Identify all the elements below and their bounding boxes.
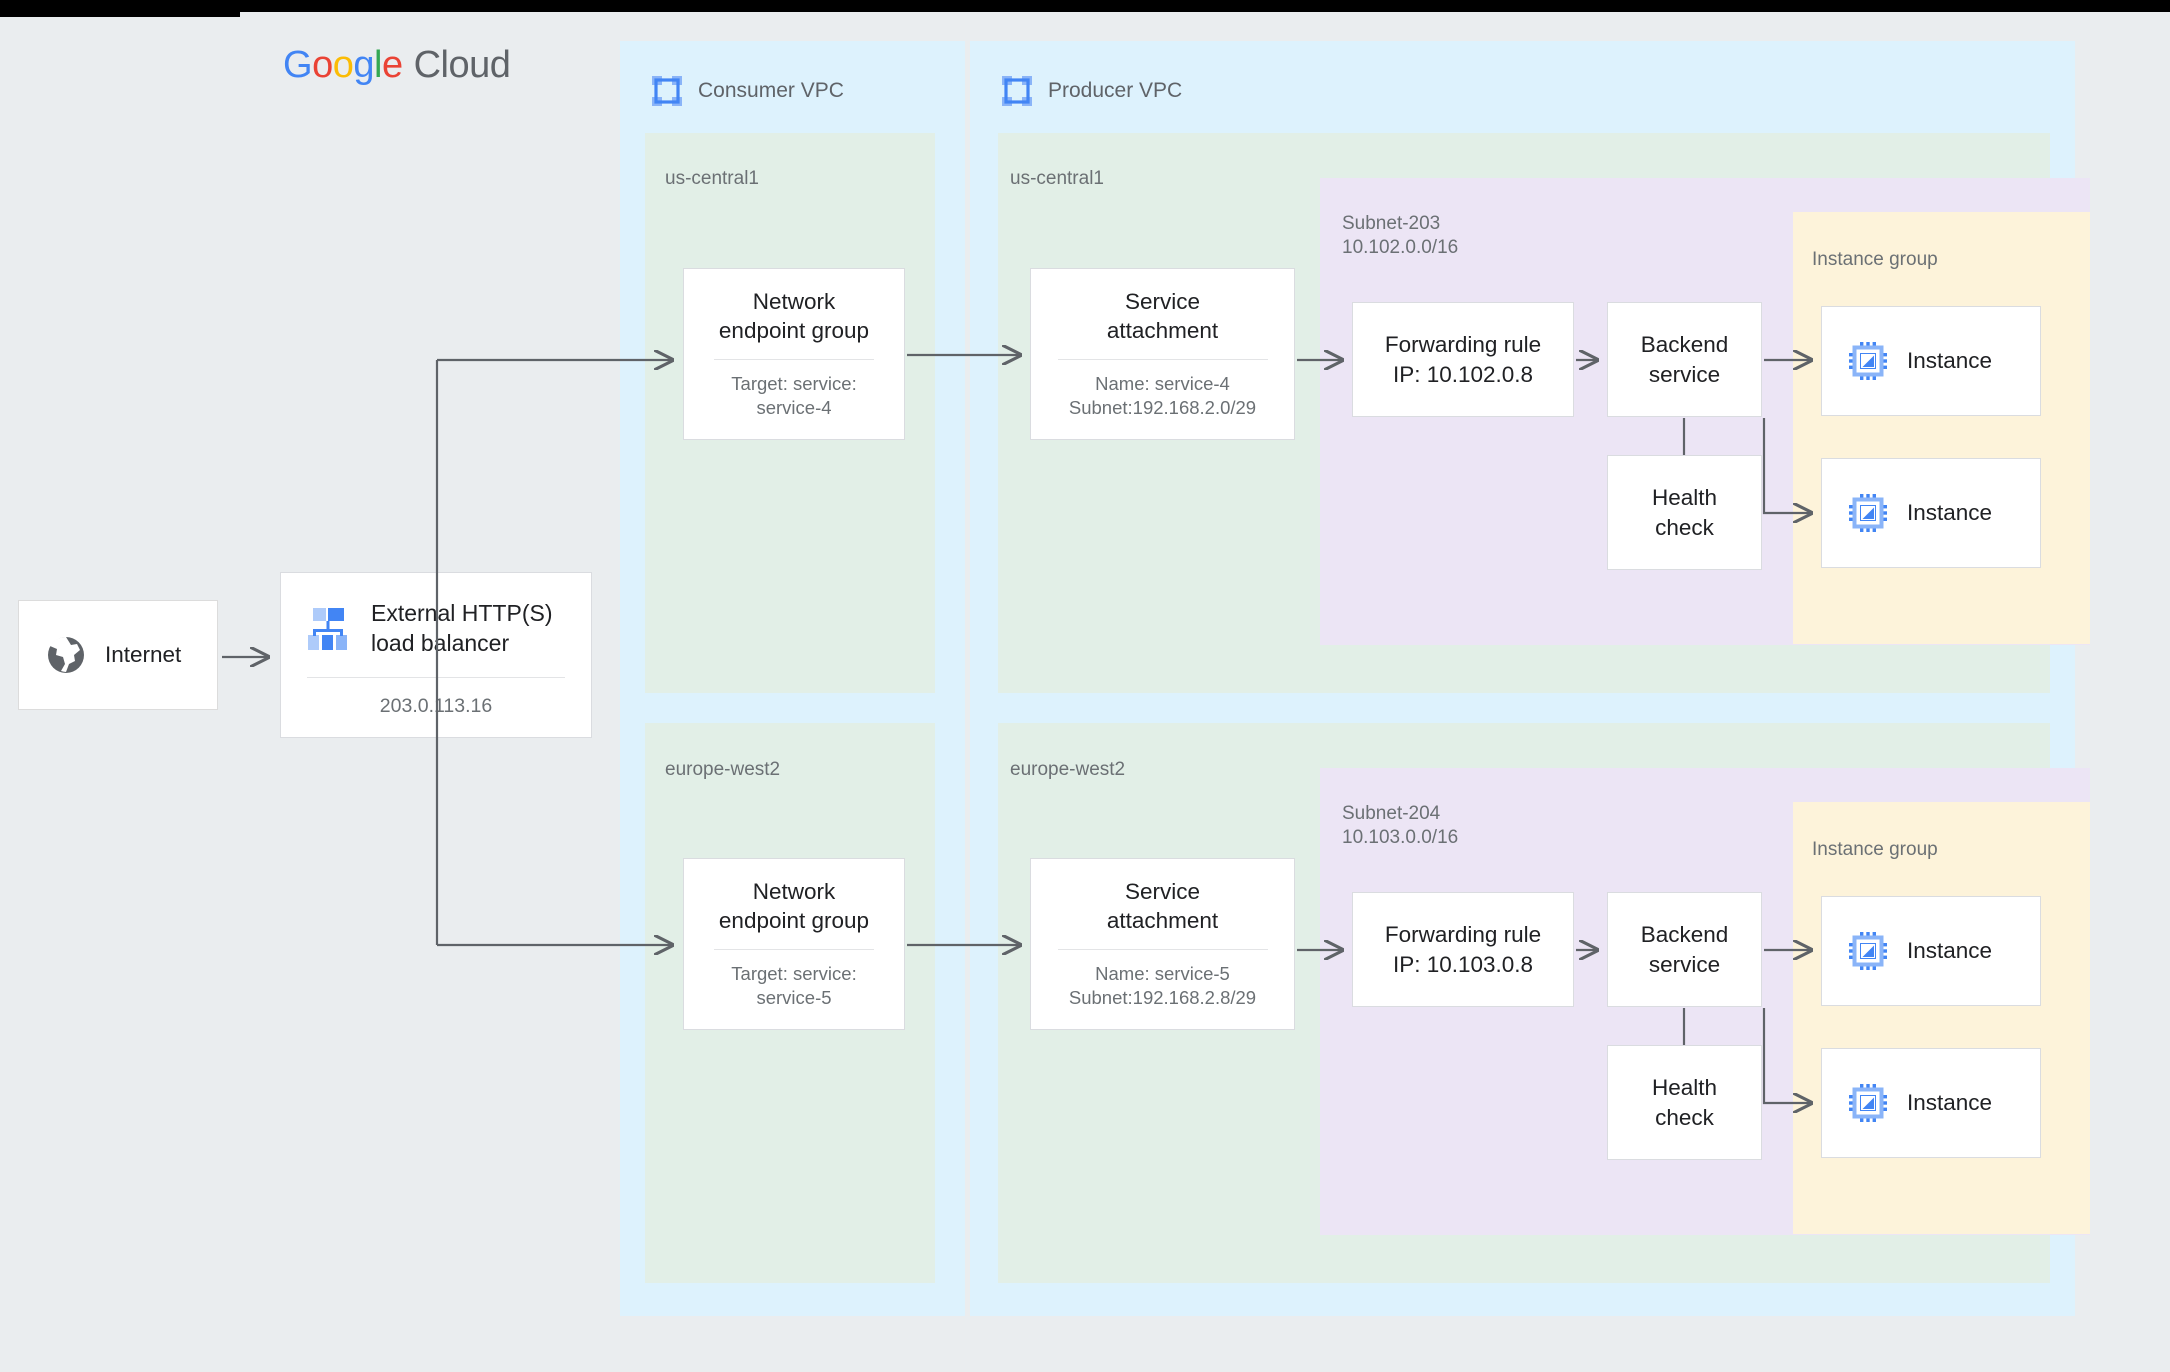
producer-vpc-header: Producer VPC: [1000, 74, 1182, 108]
vpc-icon: [650, 74, 684, 108]
top-black-bar: [0, 0, 2170, 12]
top-black-bar-left: [0, 0, 240, 17]
logo-letter-g2: g: [353, 44, 374, 86]
neg-2-subtext: Target: service: service-5: [731, 962, 857, 1008]
internet-label: Internet: [105, 642, 182, 667]
lb-ip-address: 203.0.113.16: [379, 694, 493, 717]
instance-group-2-container: [1793, 802, 2090, 1234]
health-check-2[interactable]: Health check: [1607, 1045, 1762, 1160]
consumer-region-2-label: europe-west2: [665, 759, 781, 780]
backend-service-1-text: Backend service: [1640, 332, 1729, 387]
producer-vpc-label: Producer VPC: [1048, 79, 1183, 102]
lb-header-row: External HTTP(S) load balancer: [281, 573, 591, 659]
instance-chip-icon: [1849, 494, 1887, 532]
instance-2-2-label: Instance: [1907, 1090, 1993, 1115]
instance-2-1[interactable]: Instance: [1821, 896, 2041, 1006]
subnet-204-label: Subnet-204 10.103.0.0/16: [1342, 803, 1459, 849]
instance-1-1-label: Instance: [1907, 348, 1993, 373]
load-balancer-icon: [307, 607, 353, 650]
network-endpoint-group-2[interactable]: Network endpoint group Target: service: …: [683, 858, 905, 1030]
forwarding-rule-2-text: Forwarding rule IP: 10.103.0.8: [1384, 922, 1542, 977]
service-attachment-2-divider: [1057, 948, 1268, 950]
service-attachment-1[interactable]: Service attachment Name: service-4 Subne…: [1030, 268, 1295, 440]
forwarding-rule-1[interactable]: Forwarding rule IP: 10.102.0.8: [1352, 302, 1574, 417]
service-attachment-2-subtext: Name: service-5 Subnet:192.168.2.8/29: [1068, 962, 1257, 1008]
instance-1-1[interactable]: Instance: [1821, 306, 2041, 416]
instance-2-1-label: Instance: [1907, 938, 1993, 963]
instance-1-2-label: Instance: [1907, 500, 1993, 525]
logo-letter-o1: o: [312, 44, 333, 86]
backend-service-1[interactable]: Backend service: [1607, 302, 1762, 417]
instance-group-1-container: [1793, 212, 2090, 644]
instance-chip-icon: [1849, 342, 1887, 380]
instance-chip-icon: [1849, 1084, 1887, 1122]
neg-2-divider: [714, 948, 874, 950]
forwarding-rule-2[interactable]: Forwarding rule IP: 10.103.0.8: [1352, 892, 1574, 1007]
vpc-icon: [1000, 74, 1034, 108]
neg-1-subtext: Target: service: service-4: [731, 372, 857, 418]
instance-group-1-label: Instance group: [1812, 249, 1938, 270]
health-check-2-text: Health check: [1651, 1075, 1718, 1130]
neg-1-divider: [714, 358, 874, 360]
producer-region-2-label: europe-west2: [1010, 759, 1126, 780]
lb-title: External HTTP(S) load balancer: [371, 600, 553, 656]
instance-1-2[interactable]: Instance: [1821, 458, 2041, 568]
backend-service-2-text: Backend service: [1640, 922, 1729, 977]
consumer-region-1-label: us-central1: [665, 168, 759, 189]
logo-letter-l: l: [373, 44, 382, 86]
producer-region-1-label: us-central1: [1010, 168, 1104, 189]
service-attachment-2-title: Service attachment: [1106, 879, 1219, 933]
service-attachment-1-divider: [1057, 358, 1268, 360]
logo-word-cloud: Cloud: [413, 44, 511, 86]
service-attachment-2[interactable]: Service attachment Name: service-5 Subne…: [1030, 858, 1295, 1030]
subnet-203-label: Subnet-203 10.102.0.0/16: [1342, 213, 1459, 259]
instance-2-2[interactable]: Instance: [1821, 1048, 2041, 1158]
backend-service-2[interactable]: Backend service: [1607, 892, 1762, 1007]
logo-letter-e: e: [381, 44, 403, 86]
forwarding-rule-1-text: Forwarding rule IP: 10.102.0.8: [1384, 332, 1542, 387]
instance-group-2-label: Instance group: [1812, 839, 1938, 860]
logo-letter-g: G: [283, 44, 313, 86]
logo-letter-o2: o: [332, 44, 354, 86]
consumer-vpc-label: Consumer VPC: [698, 79, 844, 102]
neg-1-title: Network endpoint group: [718, 289, 870, 343]
service-attachment-1-title: Service attachment: [1106, 289, 1219, 343]
instance-chip-icon: [1849, 932, 1887, 970]
consumer-vpc-header: Consumer VPC: [650, 74, 844, 108]
external-http-load-balancer[interactable]: External HTTP(S) load balancer 203.0.113…: [280, 572, 592, 738]
internet-node[interactable]: Internet: [18, 600, 218, 710]
health-check-1-text: Health check: [1651, 485, 1718, 540]
globe-icon: [45, 634, 87, 676]
network-endpoint-group-1[interactable]: Network endpoint group Target: service: …: [683, 268, 905, 440]
service-attachment-1-subtext: Name: service-4 Subnet:192.168.2.0/29: [1068, 372, 1257, 418]
neg-2-title: Network endpoint group: [718, 879, 870, 933]
health-check-1[interactable]: Health check: [1607, 455, 1762, 570]
